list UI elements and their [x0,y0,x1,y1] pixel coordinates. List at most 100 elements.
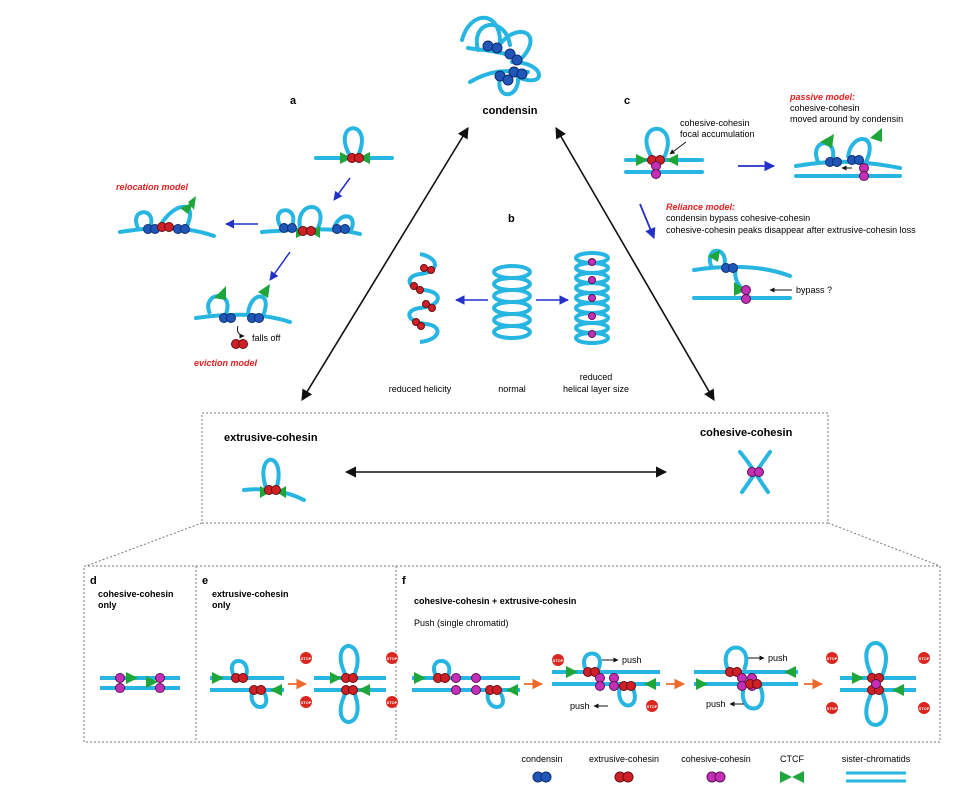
a-condensin-loop [260,205,362,238]
reliance-model-title: Reliance model: [666,202,735,212]
stop-sign-icon: STOP [386,696,398,708]
e-diagram-before [210,659,284,709]
panel-e-letter: e [202,575,208,587]
f-step-4 [840,641,916,727]
focal-label-line2: focal accumulation [680,129,755,139]
reduced-helicity-label: reduced helicity [389,384,452,394]
legend-extrusive-icon [614,771,634,783]
c-arrow-reliance [639,203,656,239]
panel-e-title-line1: extrusive-cohesin [212,589,289,599]
legend-sister-icon [846,771,906,783]
condensin-cluster [460,15,541,97]
legend-ctcf-label: CTCF [780,754,804,764]
reduced-label-line2: helical layer size [563,384,629,394]
normal-label: normal [498,384,526,394]
panel-d-title-line1: cohesive-cohesin [98,589,174,599]
push-label-1: push [622,655,642,665]
a-relocation-diagram [118,196,216,238]
svg-text:STOP: STOP [647,704,658,709]
reliance-line2: cohesive-cohesin peaks disappear after e… [666,225,916,235]
panel-f-subtitle: Push (single chromatid) [414,618,509,628]
a-eviction-diagram [194,284,292,349]
eviction-model-label: eviction model [194,358,258,368]
stop-sign-icon: STOP [646,700,658,712]
panel-e-title-line2: only [212,600,231,610]
panel-b-letter: b [508,213,515,225]
e-stop-signs: STOP STOP STOP STOP [300,652,398,708]
condensin-cluster-motors [482,40,528,86]
arrow-condensin-cohesive [555,127,715,401]
passive-line2: moved around by condensin [790,114,903,124]
stop-sign-icon: STOP [300,652,312,664]
relocation-model-label: relocation model [116,182,189,192]
panel-d-title-line2: only [98,600,117,610]
focal-label-line1: cohesive-cohesin [680,118,750,128]
stop-sign-icon: STOP [918,652,930,664]
svg-text:STOP: STOP [553,658,564,663]
panel-a-letter: a [290,95,297,107]
passive-line1: cohesive-cohesin [790,103,860,113]
legend-extrusive-label: extrusive-cohesin [589,754,659,764]
legend-condensin-icon [532,771,552,783]
svg-text:STOP: STOP [919,706,930,711]
stop-sign-icon: STOP [918,702,930,714]
push-label-4: push [706,699,726,709]
panel-c-letter: c [624,95,630,107]
legend-ctcf-icon [780,771,804,783]
svg-text:STOP: STOP [919,656,930,661]
d-diagram [100,672,180,693]
svg-text:STOP: STOP [387,700,398,705]
reduced-label-line1: reduced [580,372,613,382]
b-reduced-helicity [407,252,440,344]
stop-sign-icon: STOP [300,696,312,708]
push-label-2: push [570,701,590,711]
c-reliance-diagram [692,248,792,304]
falls-off-label: falls off [252,333,281,343]
passive-model-title: passive model: [789,92,855,102]
b-reduced-layer-size [574,251,610,345]
svg-text:STOP: STOP [827,706,838,711]
svg-text:STOP: STOP [827,656,838,661]
bypass-label: bypass ? [796,285,832,295]
legend-cohesive-icon [706,771,726,783]
f-step-3 [694,645,798,711]
a-initial-loop [314,126,394,164]
c-passive-diagram [794,128,902,181]
svg-text:STOP: STOP [387,656,398,661]
stop-sign-icon: STOP [386,652,398,664]
panel-f-title: cohesive-cohesin + extrusive-cohesin [414,596,576,606]
cohesive-title: cohesive-cohesin [700,427,793,439]
f-step-2 [552,651,660,709]
svg-text:STOP: STOP [301,656,312,661]
focal-pointer-arrow [669,141,687,155]
panel-f-letter: f [402,575,406,587]
e-diagram-after [314,644,386,724]
a-arrow-1 [333,177,351,201]
stop-sign-icon: STOP [826,652,838,664]
arrow-condensin-extrusive [301,127,469,401]
panel-d-letter: d [90,575,97,587]
legend-cohesive-label: cohesive-cohesin [681,754,751,764]
connector-right [827,522,941,567]
legend-condensin-label: condensin [521,754,562,764]
condensin-label: condensin [482,105,537,117]
f-step-1 [412,659,520,709]
extrusive-title: extrusive-cohesin [224,432,318,444]
a-arrow-eviction [269,251,291,281]
connector-left [85,522,203,567]
svg-text:STOP: STOP [301,700,312,705]
extrusive-icon [242,457,306,502]
stop-sign-icon: STOP [826,702,838,714]
b-normal-helix [492,264,532,340]
middle-box [201,412,829,524]
f-stop-signs: STOP STOP STOP STOP [826,652,930,714]
stop-sign-icon: STOP [552,654,564,666]
legend-sister-label: sister-chromatids [842,754,911,764]
c-initial-diagram [624,126,704,179]
cohesive-icon [738,450,772,494]
lower-box [83,565,941,743]
legend: condensin extrusive-cohesin cohesive-coh… [521,754,911,783]
reliance-line1: condensin bypass cohesive-cohesin [666,213,810,223]
push-label-3: push [768,653,788,663]
